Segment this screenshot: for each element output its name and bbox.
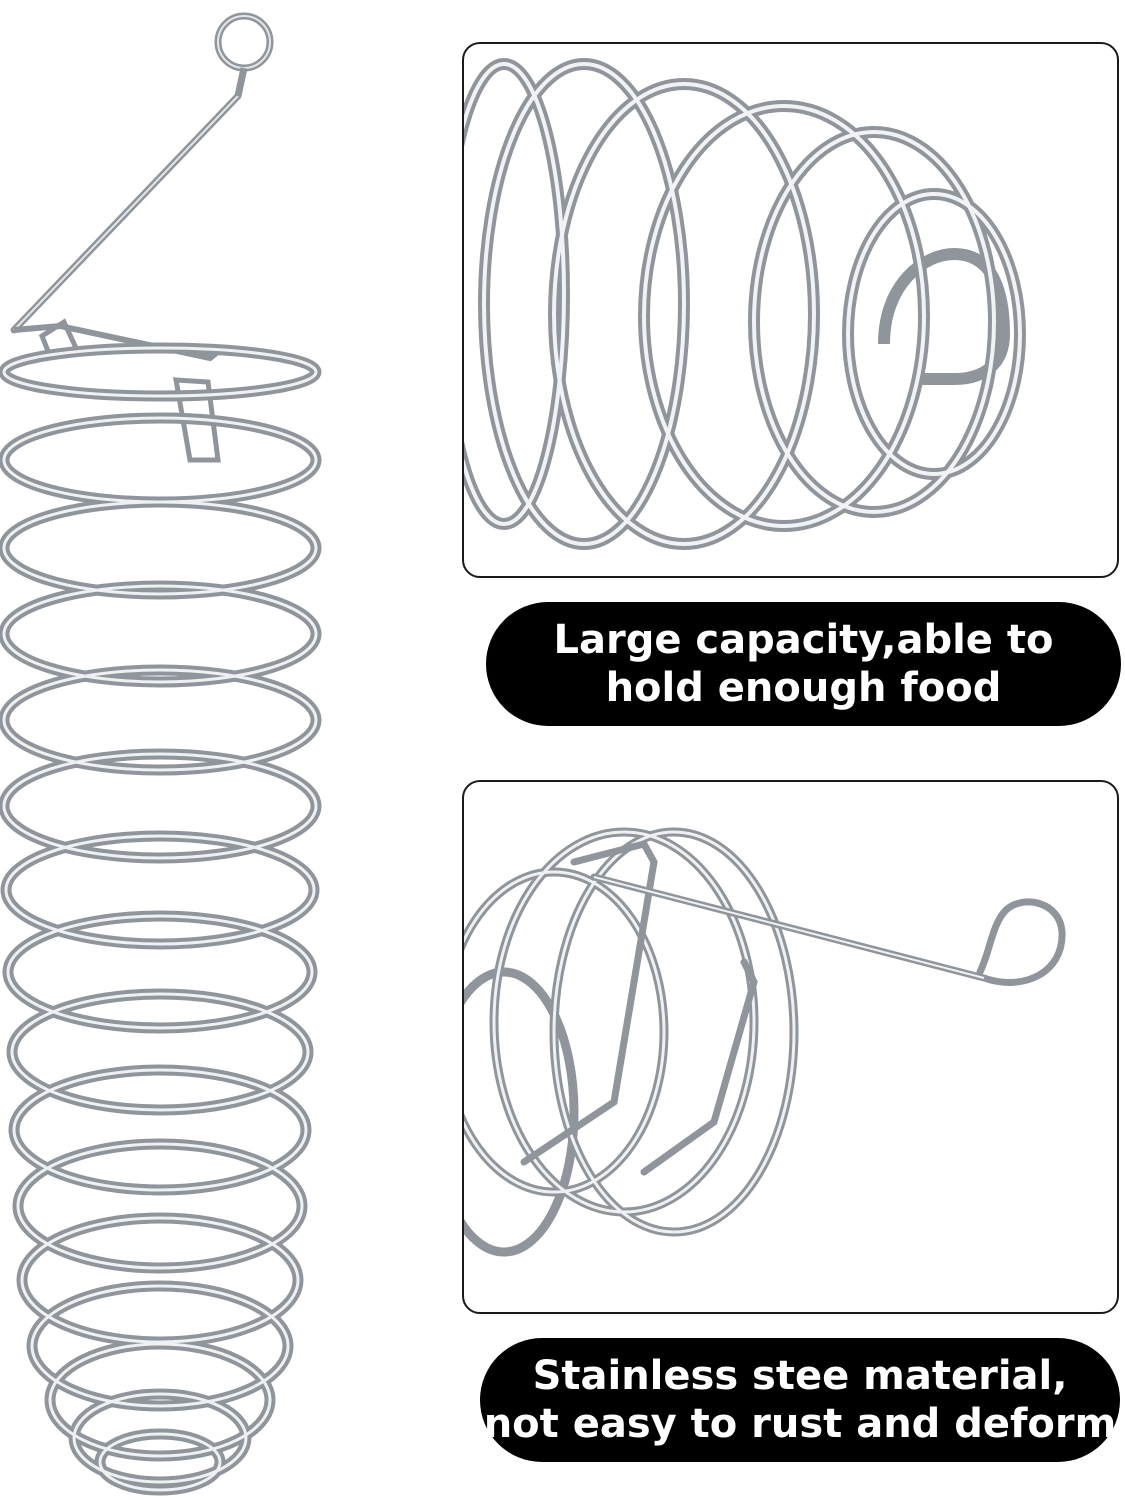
spring-feeder-full-icon <box>0 12 322 1496</box>
hook-closeup-panel <box>462 780 1119 1314</box>
spring-coil-closeup-icon <box>464 58 1026 550</box>
spring-feeder-image <box>0 0 340 1500</box>
material-caption-line1: Stainless stee material, <box>532 1353 1068 1399</box>
capacity-caption-line2: hold enough food <box>605 665 1002 711</box>
material-caption: Stainless stee material, not easy to rus… <box>480 1338 1120 1462</box>
spring-hook-closeup-icon <box>464 827 1066 1257</box>
material-caption-line2: not easy to rust and deform <box>483 1401 1117 1447</box>
capacity-caption: Large capacity,able to hold enough food <box>486 602 1121 726</box>
coil-closeup-panel <box>462 42 1119 578</box>
capacity-caption-line1: Large capacity,able to <box>553 617 1054 663</box>
